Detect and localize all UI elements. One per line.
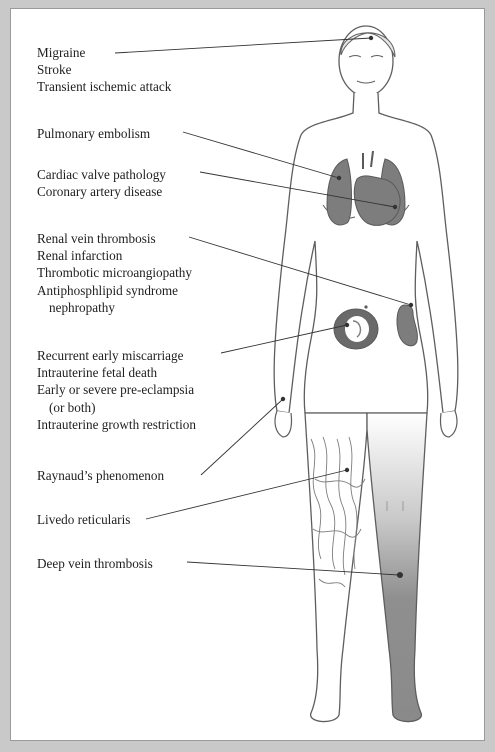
label-raynaud: Raynaud’s phenomenon: [37, 467, 164, 484]
label-renal-infarction: Renal infarction: [37, 247, 192, 264]
label-growth-restriction: Intrauterine growth restriction: [37, 416, 196, 433]
label-livedo: Livedo reticularis: [37, 511, 130, 528]
label-or-both: (or both): [37, 399, 196, 416]
label-group-pulmonary: Pulmonary embolism: [37, 125, 150, 142]
label-group-renal: Renal vein thrombosis Renal infarction T…: [37, 230, 192, 316]
label-pulmonary-embolism: Pulmonary embolism: [37, 125, 150, 142]
label-coronary-artery: Coronary artery disease: [37, 183, 166, 200]
label-group-cardiac: Cardiac valve pathology Coronary artery …: [37, 166, 166, 200]
head-icon: [339, 26, 393, 96]
label-recurrent-miscarriage: Recurrent early miscarriage: [37, 347, 196, 364]
torso-outline-icon: [274, 93, 458, 413]
label-fetal-death: Intrauterine fetal death: [37, 364, 196, 381]
figure-panel: Migraine Stroke Transient ischemic attac…: [10, 8, 485, 741]
label-group-livedo: Livedo reticularis: [37, 511, 130, 528]
label-group-raynaud: Raynaud’s phenomenon: [37, 467, 164, 484]
label-nephropathy: nephropathy: [37, 299, 192, 316]
label-dvt: Deep vein thrombosis: [37, 555, 153, 572]
label-group-dvt: Deep vein thrombosis: [37, 555, 153, 572]
label-group-neurological: Migraine Stroke Transient ischemic attac…: [37, 44, 171, 96]
label-cardiac-valve: Cardiac valve pathology: [37, 166, 166, 183]
label-renal-vein: Renal vein thrombosis: [37, 230, 192, 247]
label-pre-eclampsia: Early or severe pre-eclampsia: [37, 381, 196, 398]
dvt-marker-icon: [397, 572, 403, 578]
label-stroke: Stroke: [37, 61, 171, 78]
label-thrombotic-microangiopathy: Thrombotic microangiopathy: [37, 264, 192, 281]
label-antiphospholipid: Antiphosphlipid syndrome: [37, 282, 192, 299]
label-migraine: Migraine: [37, 44, 171, 61]
label-group-obstetric: Recurrent early miscarriage Intrauterine…: [37, 347, 196, 433]
left-leg-icon: [367, 413, 427, 722]
label-tia: Transient ischemic attack: [37, 78, 171, 95]
